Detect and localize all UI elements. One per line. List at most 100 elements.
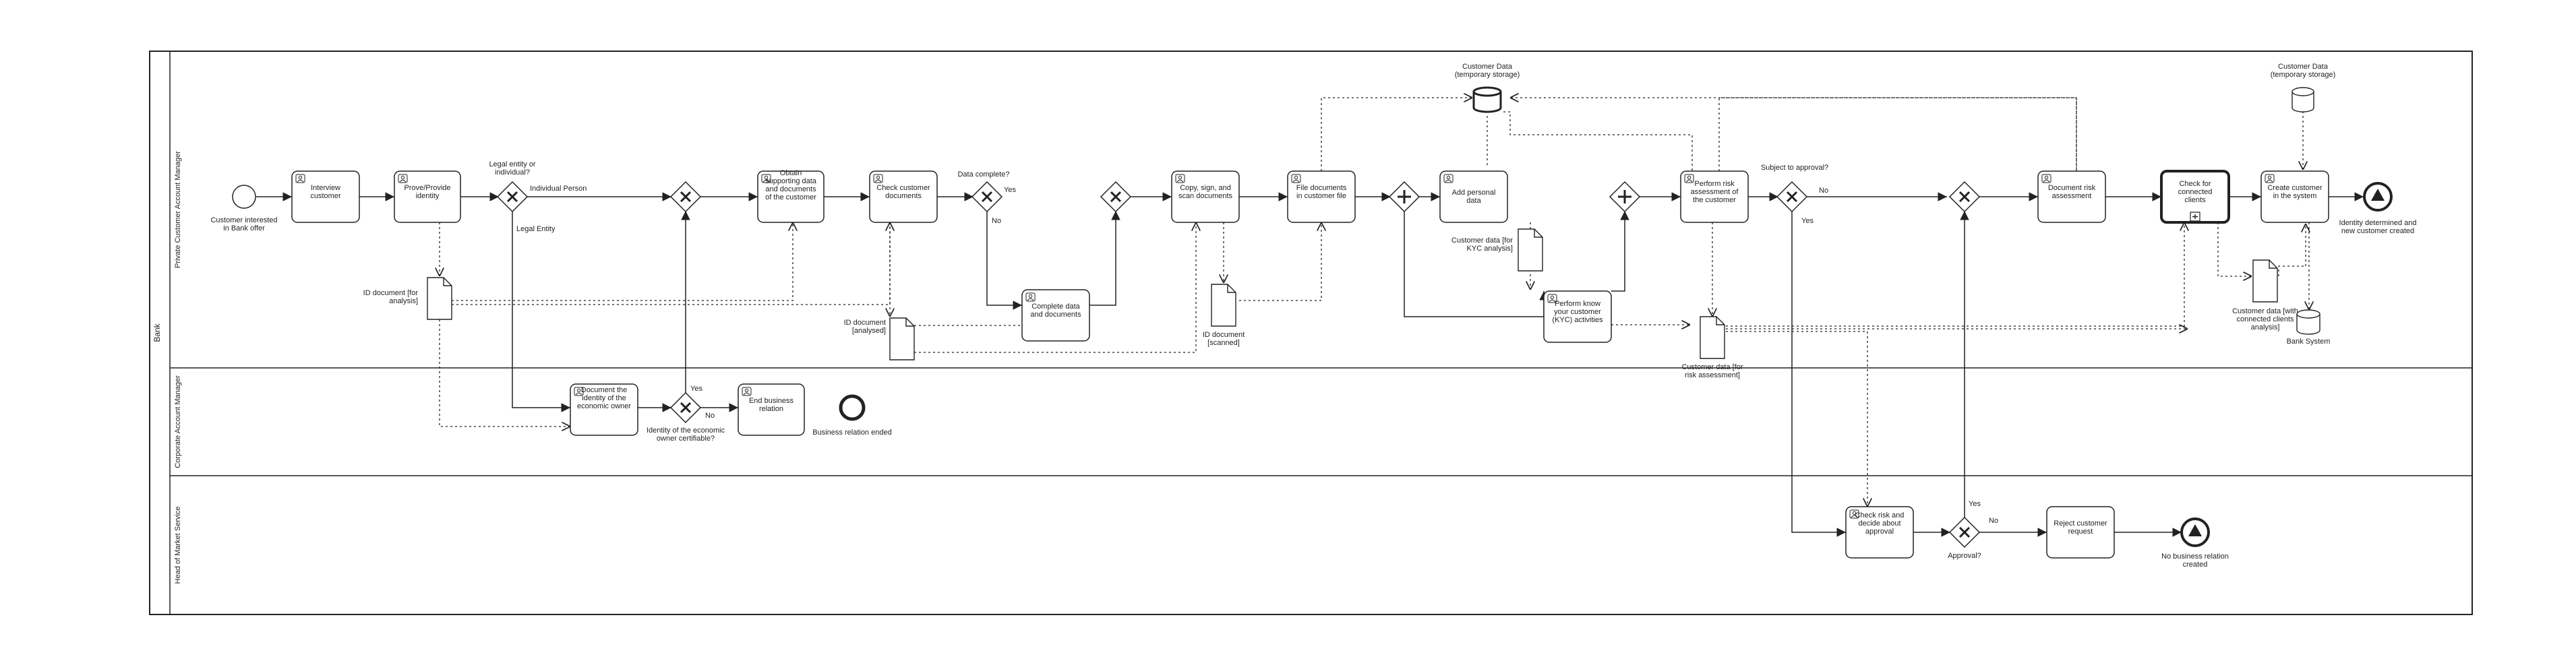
pool-bank: Bank (149, 51, 2473, 615)
data-association (2278, 265, 2306, 276)
plus-icon (1618, 190, 1631, 203)
flow-label: Individual Person (530, 185, 587, 193)
x-icon (1786, 191, 1798, 203)
x-icon (506, 191, 518, 203)
user-icon (1175, 174, 1185, 183)
data-object-id-scanned: ID document[scanned] (1203, 284, 1245, 347)
x-icon (680, 402, 692, 414)
lane-head-of-market-service: Head of Market Service (174, 507, 182, 584)
gateway-merge-2 (1100, 181, 1132, 213)
user-icon (2041, 174, 2051, 183)
data-object-label: ID document[analysed] (844, 319, 886, 335)
x-icon (680, 191, 692, 203)
user-icon (742, 387, 752, 396)
flow-label: No (1989, 517, 1998, 525)
data-store-temp-1: Customer Data(temporary storage) (1455, 63, 1520, 113)
flow-label: Yes (690, 385, 702, 393)
data-object-id-analysed: ID document[analysed] (844, 317, 915, 360)
flow-label: Yes (1969, 500, 1981, 508)
end-event-label: Business relation ended (812, 429, 891, 437)
gateway-label: Data complete? (957, 170, 1009, 179)
flow-label: Legal Entity (516, 225, 556, 233)
expand-icon[interactable] (2190, 212, 2200, 222)
gateway-subject-approval: Subject to approval? (1761, 164, 1828, 213)
data-store-temp-2: Customer Data(temporary storage) (2271, 63, 2336, 113)
data-association (1510, 98, 2077, 171)
gateway-merge-3 (1948, 181, 1981, 213)
sequence-flow (512, 210, 570, 412)
end-event-business: Business relation ended (812, 394, 892, 437)
user-icon (295, 174, 305, 183)
data-store-label: Bank System (2287, 338, 2331, 346)
data-association (914, 222, 1196, 353)
data-association (1321, 98, 1472, 171)
gateway-parallel-split (1388, 181, 1420, 213)
plus-icon (1398, 190, 1411, 203)
lane-label: Corporate Account Manager (174, 375, 182, 468)
x-icon (1958, 191, 1971, 203)
flow-label: No (705, 412, 715, 420)
gateway-data-complete: Data complete? (957, 170, 1010, 213)
flow-label: No (1819, 187, 1828, 195)
signal-icon (2371, 189, 2385, 201)
signal-icon (2188, 524, 2202, 536)
flow-label: Yes (1004, 186, 1016, 194)
gateway-merge-1 (669, 181, 702, 213)
user-icon (1291, 174, 1301, 183)
flow-label: No (992, 217, 1001, 225)
flow-label: Yes (1801, 217, 1814, 225)
sequence-flow (1791, 210, 1846, 537)
data-association (1503, 111, 1693, 171)
user-icon (398, 174, 408, 183)
lane-label: Head of Market Service (174, 507, 182, 584)
data-store-label: Customer Data(temporary storage) (2271, 63, 2336, 79)
user-icon (1025, 292, 1036, 302)
data-association (1239, 222, 1321, 301)
lane-label: Private Customer Account Manager (174, 151, 182, 268)
sequence-flows (256, 192, 2364, 537)
data-association (1726, 331, 1867, 507)
user-icon (873, 174, 883, 183)
gateway-approval: Approval? (1948, 516, 1981, 560)
user-icon (1443, 174, 1454, 183)
pool-label: Bank (152, 323, 162, 342)
